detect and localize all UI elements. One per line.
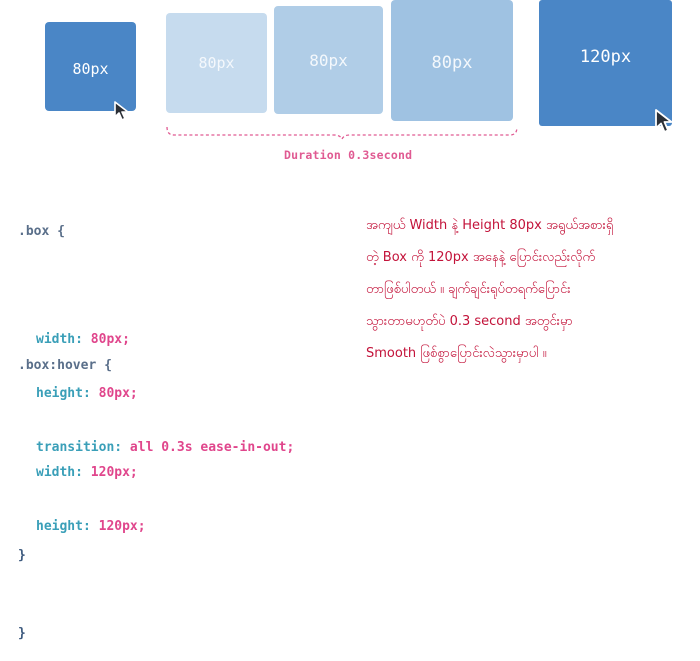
box-size-label: 120px [579, 47, 632, 67]
code-selector: .box { [18, 224, 65, 239]
description-line: အကျယ် Width နဲ့ Height 80px အရွယ်အစားရှိ [366, 218, 614, 233]
code-value: 80px; [98, 386, 138, 401]
cursor-arrow-icon [114, 101, 129, 121]
code-selector: .box:hover { [18, 358, 112, 373]
box-size-label: 80px [309, 50, 348, 70]
code-property: width: [36, 465, 83, 480]
code-line-selector: .box { [18, 223, 294, 241]
box-size-label: 80px [431, 52, 473, 73]
description-line: တာဖြစ်ပါတယ် ။ ချက်ချင်းရုပ်တရက်ပြောင်း [366, 282, 571, 297]
code-value: 80px; [90, 332, 130, 347]
code-brace: } [18, 626, 26, 641]
description-text: အကျယ် Width နဲ့ Height 80px အရွယ်အစားရှိ… [366, 210, 686, 370]
box-transition-step-3: 80px [391, 0, 513, 121]
box-size-label: 80px [72, 59, 109, 78]
code-property: height: [36, 386, 91, 401]
box-transition-step-2: 80px [274, 6, 383, 114]
code-value: 120px; [90, 465, 138, 480]
description-line: သွားတာမဟုတ်ပဲ 0.3 second အတွင်းမှာ [366, 314, 573, 329]
cursor-arrow-icon [655, 109, 673, 133]
code-property: width: [36, 332, 83, 347]
box-size-label: 80px [198, 54, 235, 72]
brace-bracket-icon [166, 126, 518, 141]
box-120px-hover[interactable]: 120px [539, 0, 672, 126]
code-property: height: [36, 519, 91, 534]
duration-label: Duration 0.3second [284, 148, 413, 162]
box-80px-start[interactable]: 80px [45, 22, 136, 111]
description-line: Smooth ဖြစ်စွာပြောင်းလဲသွားမှာပါ ။ [366, 346, 547, 361]
code-value: 120px; [98, 519, 146, 534]
css-hover-code-block: .box:hover { width: 120px; height: 120px… [18, 321, 146, 661]
box-transition-step-1: 80px [166, 13, 267, 113]
description-line: တဲ့ Box ကို 120px အနေနဲ့ ပြောင်းလည်းလိုက… [366, 250, 596, 265]
code-value: all 0.3s ease-in-out; [129, 440, 295, 455]
